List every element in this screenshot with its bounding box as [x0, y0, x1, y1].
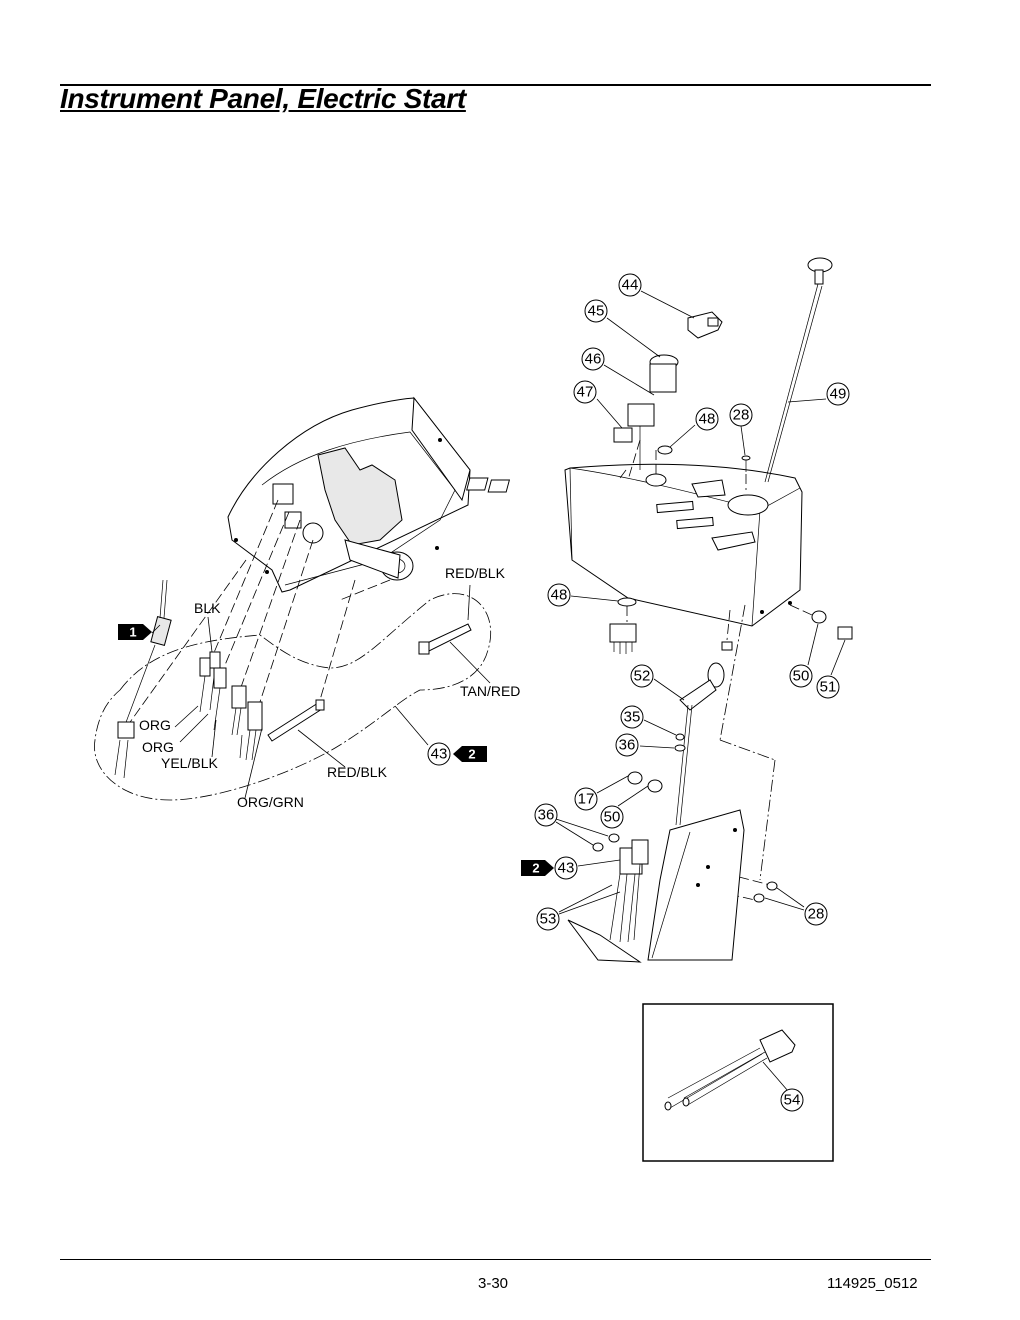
callout-53: 53 — [536, 907, 560, 931]
document-number: 114925_0512 — [827, 1275, 918, 1292]
washer-50a — [811, 610, 827, 624]
callout-35: 35 — [620, 705, 644, 729]
callout-44: 44 — [618, 273, 642, 297]
svg-text:35: 35 — [624, 709, 641, 726]
svg-text:51: 51 — [820, 679, 837, 696]
projection-lines-left — [127, 499, 391, 726]
svg-text:44: 44 — [622, 277, 639, 294]
ignition-key — [687, 311, 723, 339]
badge-2b: 2 — [521, 860, 554, 876]
callout-28a: 28 — [729, 403, 753, 427]
leader-lines-right — [555, 290, 846, 915]
badge-1: 1 — [118, 624, 152, 640]
wire-label-red-blk-bottom: RED/BLK — [327, 764, 388, 780]
badge-2a: 2 — [453, 746, 487, 762]
callout-43a: 43 — [554, 856, 578, 880]
callout-36b: 36 — [534, 803, 558, 827]
throttle-lever — [675, 662, 725, 826]
page-title: Instrument Panel, Electric Start — [60, 83, 466, 114]
panel-front-view — [466, 463, 803, 627]
harness-outline — [94, 593, 492, 801]
small-hardware — [592, 641, 778, 903]
svg-text:28: 28 — [808, 906, 825, 923]
callout-48a: 48 — [695, 407, 719, 431]
callout-54: 54 — [780, 1088, 804, 1112]
panel-rear-view — [227, 396, 471, 593]
nut-48a — [657, 445, 673, 455]
callout-43b: 43 — [427, 742, 451, 766]
svg-text:48: 48 — [551, 587, 568, 604]
svg-text:50: 50 — [793, 668, 810, 685]
header-rule — [60, 84, 931, 86]
choke-cable — [764, 257, 833, 483]
svg-text:53: 53 — [540, 911, 557, 928]
callout-36a: 36 — [615, 733, 639, 757]
svg-text:48: 48 — [699, 411, 716, 428]
svg-text:47: 47 — [577, 384, 594, 401]
callout-51: 51 — [816, 675, 840, 699]
callout-48b: 48 — [547, 583, 571, 607]
svg-text:36: 36 — [538, 807, 555, 824]
svg-text:2: 2 — [532, 861, 539, 876]
footer-rule — [60, 1259, 931, 1260]
svg-text:36: 36 — [619, 737, 636, 754]
svg-text:49: 49 — [830, 386, 847, 403]
callout-50b: 50 — [600, 805, 624, 829]
callout-17: 17 — [574, 787, 598, 811]
svg-text:45: 45 — [588, 303, 605, 320]
pto-knob — [649, 354, 679, 393]
bolt-51 — [837, 626, 853, 640]
callout-28b: 28 — [804, 902, 828, 926]
svg-text:43: 43 — [558, 860, 575, 877]
relay-assembly — [609, 839, 649, 943]
wire-label-red-blk-top: RED/BLK — [445, 565, 506, 581]
wire-label-blk: BLK — [194, 600, 221, 616]
wire-label-org-1: ORG — [139, 717, 171, 733]
wire-harness — [114, 579, 472, 779]
wire-label-tan-red: TAN/RED — [460, 683, 520, 699]
svg-text:28: 28 — [733, 407, 750, 424]
switch-body — [627, 403, 655, 470]
svg-text:43: 43 — [431, 746, 448, 763]
wire-label-yel-blk: YEL/BLK — [161, 755, 218, 771]
callout-45: 45 — [584, 299, 608, 323]
inset-box — [642, 1003, 834, 1162]
svg-text:2: 2 — [468, 747, 475, 762]
throttle-switch — [609, 597, 637, 654]
leader-lines-left — [151, 584, 491, 799]
wire-label-org-grn: ORG/GRN — [237, 794, 304, 810]
page-number: 3-30 — [478, 1275, 509, 1292]
svg-text:52: 52 — [634, 668, 651, 685]
wire-label-org-2: ORG — [142, 739, 174, 755]
svg-text:54: 54 — [784, 1092, 801, 1109]
svg-text:17: 17 — [578, 791, 595, 808]
svg-text:50: 50 — [604, 809, 621, 826]
callout-47: 47 — [573, 380, 597, 404]
mounting-bracket — [567, 809, 745, 963]
svg-text:46: 46 — [585, 351, 602, 368]
svg-text:1: 1 — [129, 625, 136, 640]
screw-28a — [741, 455, 751, 472]
callout-52: 52 — [630, 664, 654, 688]
callout-50a: 50 — [789, 664, 813, 688]
switch-bezel — [613, 427, 633, 443]
callout-46: 46 — [581, 347, 605, 371]
callout-49: 49 — [826, 382, 850, 406]
